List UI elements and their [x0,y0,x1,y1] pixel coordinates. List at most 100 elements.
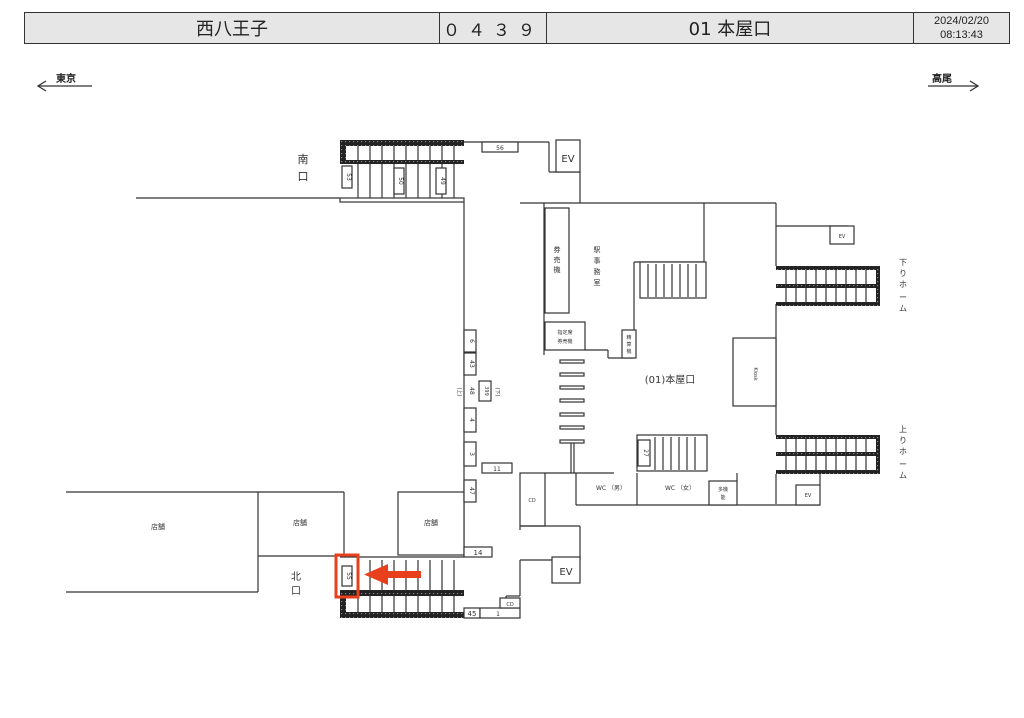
wc-men-label: WC （男） [596,485,626,492]
header-bar: 西八王子 ０４３９ 01 本屋口 2024/02/20 08:13:43 [24,12,1010,44]
sign-47: 47 [468,487,475,495]
sign-14: 14 [474,549,483,557]
ev-bottom [551,556,581,584]
sign-1: 1 [496,611,500,618]
ticket-machines-label-2: 売 [554,255,561,264]
shop-right-label: 店舗 [424,518,438,527]
station-office-label-4: 室 [594,278,601,287]
stairs-office-steps [647,264,697,297]
up-platform-2: り [899,436,907,445]
sign-48: 48 [468,387,475,395]
station-office-label-2: 事 [594,256,601,265]
stair-hatch-south-mid [340,160,464,164]
station-office-label-1: 駅 [594,246,601,254]
down-platform-3: ホ [899,280,907,289]
wc-women-label: WC （女） [665,484,695,492]
refine-machine [621,329,637,359]
sign-6-box [463,329,477,353]
stair-hatch-north-mid [340,590,464,596]
station-office-label-3: 務 [594,267,601,276]
ev-upper-right [829,225,855,245]
multipurpose-toilet [708,480,738,506]
stairs-up-platform [776,435,880,485]
sign-4-box [463,407,477,433]
stairs-north [357,560,455,612]
stair-hatch-south-top [340,140,464,146]
up-platform-3: ホ [899,447,907,456]
down-platform-2: り [899,269,907,278]
sign-399: 399 [483,386,489,396]
down-platform-1: 下 [899,258,907,267]
sign-11: 11 [493,466,501,473]
sign-27: 27 [642,449,649,457]
cd-upper-label: CD [528,498,535,504]
south-exit-label-2: 口 [298,170,309,183]
shop-middle-label: 店舗 [293,518,307,527]
sign-43: 43 [468,360,475,368]
ticket-machines-label-3: 機 [554,265,561,274]
stairs-lower-steps [654,437,696,470]
main-gate-label: (01)本屋口 [645,373,696,386]
sign-4: 4 [468,418,475,422]
ev-lower-right-label: EV [805,493,812,499]
direction-left-label: 東京 [56,74,76,85]
down-platform-4: ー [899,293,907,302]
ticket-machines-label-1: 券 [554,245,561,254]
multipurpose-label-2: 能 [720,494,725,501]
ticket-gates [559,359,585,473]
refine-label-2: 算 [626,341,631,348]
sign-27-box [637,439,651,467]
sign-3-box [463,441,477,467]
highlight-arrow-icon [364,564,421,585]
ev-top-label: EV [561,154,574,165]
down-platform-5: ム [899,304,907,313]
station-code: ０４３９ [440,13,547,43]
sign-6: 6 [468,339,475,343]
stair-hatch-north-side [340,596,346,618]
north-exit-label-2: 口 [291,586,301,597]
up-platform-5: ム [899,471,907,480]
ev-upper-right-label: EV [839,234,846,240]
reserved-ticket-machine [544,321,586,351]
sign-1-box [479,607,521,619]
sign-50: 50 [397,177,404,185]
reserved-ticket-label-1: 指定席 [557,329,572,336]
highlight-box [334,553,360,599]
sign-50-box [393,167,405,195]
date: 2024/02/20 [933,15,990,27]
north-exit-label-1: 北 [291,571,301,583]
shop-left-label: 店舗 [151,522,165,531]
sign-56: 56 [496,145,504,152]
multipurpose-label-1: 多機 [718,486,728,493]
sign-3: 3 [468,452,475,456]
up-platform-4: ー [899,460,907,469]
stairs-office [639,261,707,299]
ev-lower-right [795,484,821,506]
stairs-down-platform [776,266,880,306]
kiosk-label: Kiosk [752,367,758,380]
up-mark: (上) [456,388,463,397]
sign-399-box [478,380,492,402]
south-exit-label-1: 南 [298,153,309,166]
sign-49: 49 [439,177,446,185]
exit-name: 01 本屋口 [547,13,914,43]
sign-56-box [481,141,519,153]
kiosk [732,337,777,407]
reserved-ticket-label-2: 券売機 [557,338,572,345]
sign-14-box [463,546,493,558]
sign-55: 55 [345,572,352,580]
arrow-left-icon [36,80,92,92]
arrow-right-icon [928,80,980,92]
station-name: 西八王子 [25,13,440,43]
sign-49-box [435,167,447,195]
up-platform-1: 上 [899,425,907,434]
down-mark: (下) [494,388,500,397]
cd-lower [499,597,521,609]
sign-11-box [481,462,513,474]
ev-top [555,139,581,173]
refine-label-3: 機 [626,348,631,355]
sign-53-box [341,165,353,189]
sign-43-box [463,352,477,376]
sign-47-box [463,479,477,503]
ticket-machines [544,207,570,314]
